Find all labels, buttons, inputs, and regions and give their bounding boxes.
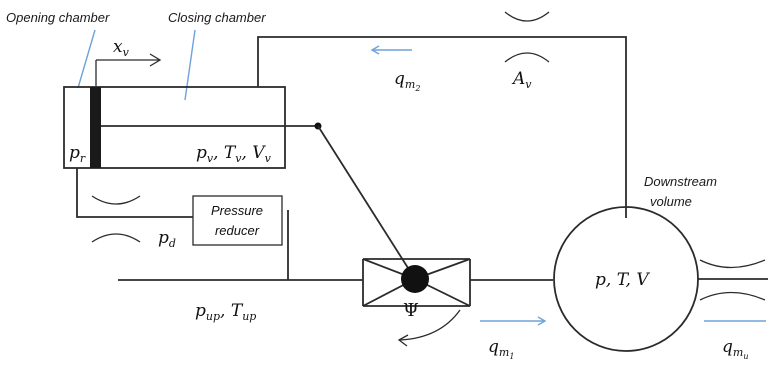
psi-label: Ψ (403, 300, 419, 321)
actuator-lever (317, 125, 416, 280)
qm1-label: qm1 (488, 337, 514, 361)
pr-label: pr (69, 143, 86, 165)
valve-ball (401, 265, 429, 293)
orifice-av-upper-arc (504, 11, 550, 22)
pd-label: pd (158, 228, 176, 250)
pressure-reducer-box (192, 195, 283, 246)
valve-upper-wedge (362, 258, 471, 280)
xv-label: xv (113, 37, 130, 59)
av-label: Av (511, 69, 532, 91)
ptv-label: p, T, V (595, 270, 650, 290)
closing-chamber-callout (184, 29, 196, 101)
orifice-pd-lower-arc (91, 233, 141, 243)
orifice-qmu-upper-arc (699, 259, 766, 269)
downstream-label-line2: volume (650, 194, 692, 209)
closing-chamber-label: Closing chamber (168, 10, 266, 25)
actuator-cylinder (63, 86, 286, 169)
psi-rotation-arc (399, 309, 461, 341)
orifice-qmu-lower-arc (699, 291, 766, 301)
downstream-label-line1: Downstream (644, 174, 717, 189)
qm2-flow-head (370, 45, 380, 55)
opening-chamber-label: Opening chamber (6, 10, 110, 25)
opening-chamber-callout (77, 29, 96, 89)
orifice-pd-upper-arc (91, 195, 141, 205)
reducer-label-line1: Pressure (211, 203, 263, 218)
pup-tup-label: pup, Tup (195, 301, 256, 323)
qmu-label: qmu (722, 337, 748, 361)
valve-lower-wedge (362, 277, 471, 307)
top-return-line (257, 36, 627, 218)
psi-rotation-head (397, 334, 409, 347)
reducer-feed-line (76, 168, 193, 218)
qm2-label: qm2 (394, 69, 420, 93)
pv-tv-vv-label: pv, Tv, Vv (196, 143, 272, 165)
qm1-flow-head (537, 316, 547, 326)
piston (90, 87, 101, 168)
xv-arrow-head (149, 53, 162, 67)
orifice-av-lower-arc (504, 52, 550, 63)
reducer-label-line2: reducer (215, 223, 260, 238)
